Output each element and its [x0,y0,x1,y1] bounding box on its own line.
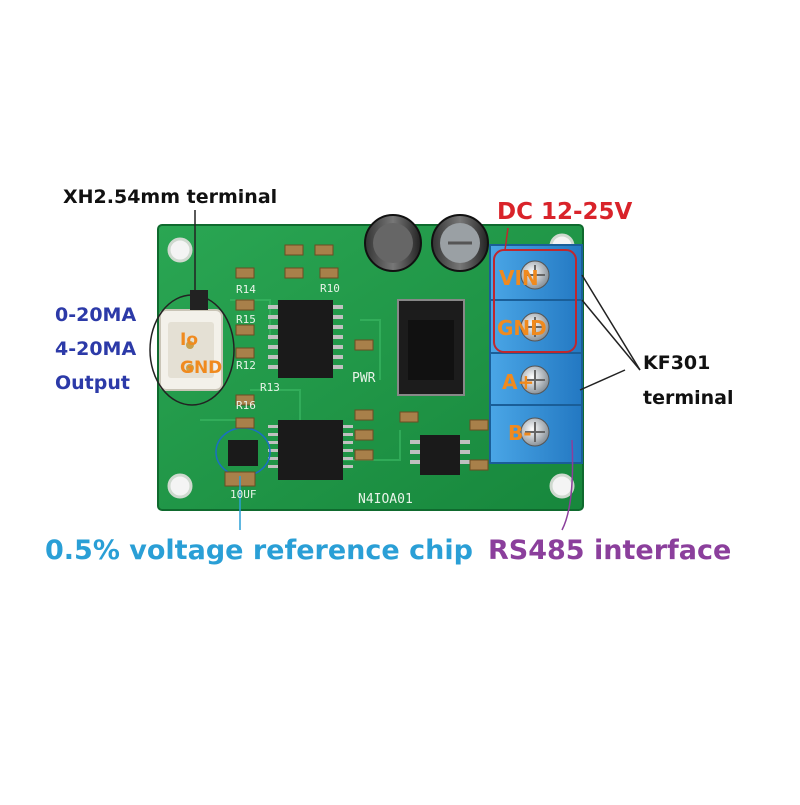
capacitors [364,214,489,272]
callout-kf301-line1: KF301 [643,352,711,374]
pin-gnd-right: GND [497,316,547,340]
silk-r12: R12 [236,359,256,372]
silk-pwr: PWR [352,371,376,386]
silk-r16: R16 [236,399,256,412]
callout-output-line1: 0-20MA [55,304,137,326]
kf301-terminal-block [489,244,583,464]
ic-chips [228,299,470,480]
callout-rs485: RS485 interface [488,535,732,566]
silk-r15: R15 [236,313,256,326]
callout-output-line2: 4-20MA [55,338,137,360]
silk-cap: 10UF [230,488,257,501]
smd-parts [224,244,489,487]
pin-gnd-left: GND [180,358,223,378]
callout-output-line3: Output [55,372,130,394]
callout-xh-terminal: XH2.54mm terminal [63,186,278,208]
silk-r14: R14 [236,283,256,296]
callout-voltage-reference: 0.5% voltage reference chip [45,535,473,566]
silk-r10: R10 [320,282,340,295]
pin-io: Io [180,330,199,350]
silk-r13: R13 [260,381,280,394]
pin-vin: VIN [499,266,539,290]
pin-b: B- [508,421,532,445]
callout-kf301-line2: terminal [643,387,734,409]
silk-board-name: N4IOA01 [358,492,413,507]
xh-connector [159,309,223,391]
pin-a: A+ [502,370,535,394]
callout-dc-power: DC 12-25V [497,199,633,225]
